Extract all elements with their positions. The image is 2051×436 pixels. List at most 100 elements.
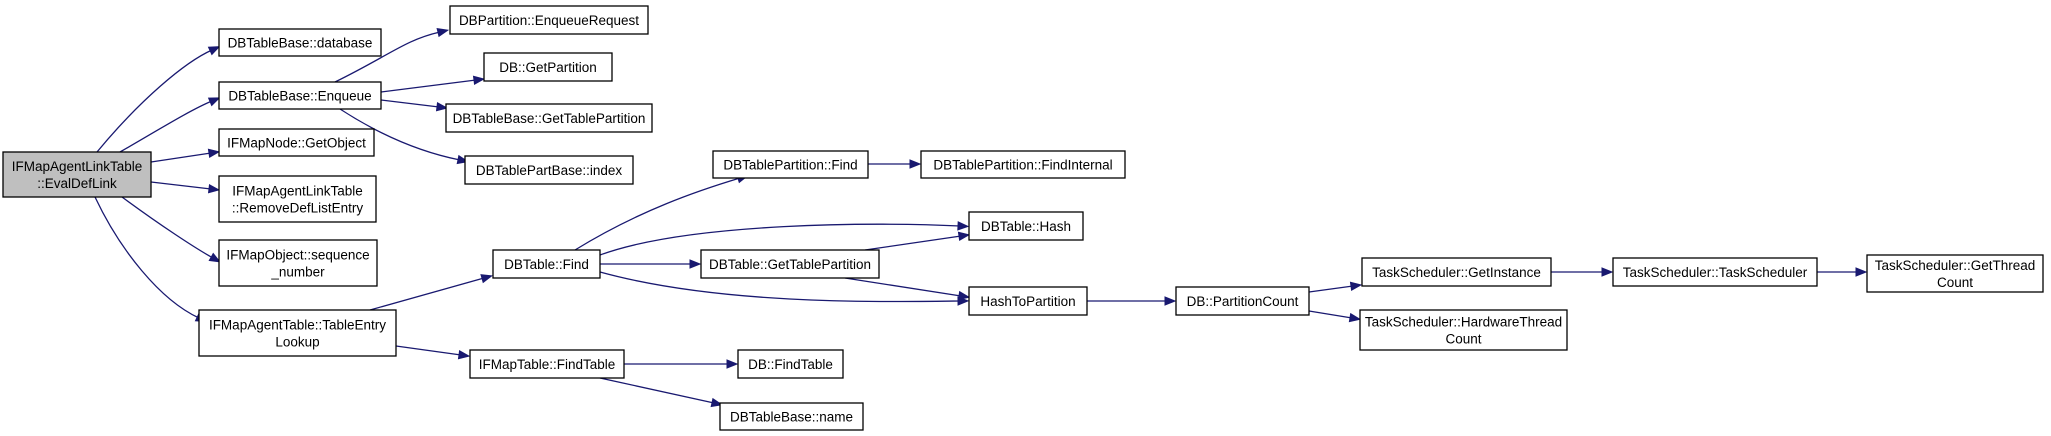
node-label: DBTable::Find bbox=[504, 257, 589, 272]
edge-hashtopart-to-db_partcount-arrowhead bbox=[1164, 296, 1177, 306]
edge-dt_gettablepart-to-dt_hash-arrowhead bbox=[957, 231, 971, 242]
node-label: Count bbox=[1445, 332, 1481, 347]
node-tb_gettablepart[interactable]: DBTableBase::GetTablePartition bbox=[445, 103, 653, 133]
edge-dt_gettablepart-to-hashtopart bbox=[844, 277, 962, 297]
node-ts_getinstance[interactable]: TaskScheduler::GetInstance bbox=[1361, 257, 1552, 287]
node-hashtopart[interactable]: HashToPartition bbox=[968, 286, 1088, 316]
node-label: IFMapTable::FindTable bbox=[479, 357, 616, 372]
node-box bbox=[1361, 257, 1552, 287]
node-box bbox=[2, 151, 152, 198]
node-ifmap_findtable[interactable]: IFMapTable::FindTable bbox=[469, 349, 625, 379]
edge-dtp_find-to-dtp_findinternal-arrowhead bbox=[909, 159, 922, 169]
edge-ifmap_findtable-to-tb_name-arrowhead bbox=[710, 397, 724, 408]
node-label: DBTable::Hash bbox=[981, 219, 1071, 234]
node-label: _number bbox=[270, 265, 325, 280]
node-tb_enqueue[interactable]: DBTableBase::Enqueue bbox=[218, 81, 382, 110]
nodes-layer: IFMapAgentLinkTable::EvalDefLinkDBTableB… bbox=[2, 5, 2044, 431]
node-box bbox=[492, 249, 601, 279]
edge-ifmap_findtable-to-db_findtable-arrowhead bbox=[726, 359, 739, 369]
node-box bbox=[719, 402, 864, 431]
edge-dbtable_find-to-dt_gettablepart-arrowhead bbox=[689, 259, 702, 269]
node-tb_database[interactable]: DBTableBase::database bbox=[218, 28, 382, 57]
node-enqreq[interactable]: DBPartition::EnqueueRequest bbox=[449, 5, 649, 35]
edge-tableentry-to-dbtable_find-arrowhead bbox=[480, 274, 493, 284]
edge-root-to-removedef-arrowhead bbox=[207, 184, 221, 194]
node-box bbox=[712, 150, 869, 179]
node-label: TaskScheduler::GetInstance bbox=[1372, 265, 1541, 280]
edge-ifmap_findtable-to-tb_name bbox=[599, 377, 715, 404]
node-label: DBTablePartBase::index bbox=[476, 163, 623, 178]
edge-root-to-seqnum-arrowhead bbox=[208, 252, 222, 263]
edge-db_partcount-to-ts_hwthread bbox=[1308, 310, 1353, 319]
edge-tableentry-to-ifmap_findtable bbox=[395, 345, 462, 356]
edge-dbtable_find-to-dt_hash bbox=[599, 223, 961, 256]
node-label: DBTablePartition::FindInternal bbox=[933, 158, 1112, 173]
node-dt_hash[interactable]: DBTable::Hash bbox=[968, 211, 1084, 241]
edge-dbtable_find-to-dtp_find bbox=[574, 177, 741, 251]
edge-dbtable_find-to-hashtopart bbox=[599, 271, 961, 303]
node-db_getpart[interactable]: DB::GetPartition bbox=[483, 52, 613, 82]
node-box bbox=[1612, 257, 1818, 287]
node-label: TaskScheduler::HardwareThread bbox=[1365, 315, 1562, 330]
node-root[interactable]: IFMapAgentLinkTable::EvalDefLink bbox=[2, 151, 152, 198]
node-db_findtable[interactable]: DB::FindTable bbox=[737, 349, 844, 379]
node-dbtable_find[interactable]: DBTable::Find bbox=[492, 249, 601, 279]
node-tpb_index[interactable]: DBTablePartBase::index bbox=[464, 155, 634, 185]
node-label: IFMapAgentTable::TableEntry bbox=[209, 318, 386, 333]
node-dt_gettablepart[interactable]: DBTable::GetTablePartition bbox=[700, 249, 880, 279]
node-label: TaskScheduler::TaskScheduler bbox=[1623, 265, 1808, 280]
edge-root-to-removedef bbox=[150, 181, 212, 190]
edge-root-to-node_getobject-arrowhead bbox=[207, 148, 221, 159]
edge-tb_enqueue-to-tb_gettablepart-arrowhead bbox=[435, 101, 449, 112]
node-removedef[interactable]: IFMapAgentLinkTable::RemoveDefListEntry bbox=[218, 175, 377, 223]
edge-tb_enqueue-to-tb_gettablepart bbox=[380, 99, 440, 108]
node-dtp_findinternal[interactable]: DBTablePartition::FindInternal bbox=[920, 150, 1126, 179]
node-box bbox=[1175, 286, 1310, 316]
node-box bbox=[218, 128, 375, 157]
node-label: DBTableBase::GetTablePartition bbox=[453, 111, 646, 126]
node-box bbox=[1359, 309, 1568, 351]
node-label: Lookup bbox=[275, 335, 319, 350]
node-label: IFMapNode::GetObject bbox=[227, 136, 366, 151]
node-box bbox=[198, 309, 397, 357]
node-node_getobject[interactable]: IFMapNode::GetObject bbox=[218, 128, 375, 157]
node-box bbox=[483, 52, 613, 82]
node-dtp_find[interactable]: DBTablePartition::Find bbox=[712, 150, 869, 179]
node-box bbox=[469, 349, 625, 379]
node-label: IFMapObject::sequence bbox=[226, 248, 369, 263]
node-label: DBTablePartition::Find bbox=[723, 158, 857, 173]
node-box bbox=[920, 150, 1126, 179]
node-db_partcount[interactable]: DB::PartitionCount bbox=[1175, 286, 1310, 316]
node-tb_name[interactable]: DBTableBase::name bbox=[719, 402, 864, 431]
edge-root-to-seqnum bbox=[121, 196, 214, 259]
edge-tb_enqueue-to-enqreq bbox=[334, 31, 441, 83]
node-label: DBTableBase::Enqueue bbox=[228, 89, 371, 104]
node-ts_ctor[interactable]: TaskScheduler::TaskScheduler bbox=[1612, 257, 1818, 287]
node-label: DB::GetPartition bbox=[499, 60, 597, 75]
edge-dbtable_find-to-dt_hash-arrowhead bbox=[957, 221, 970, 231]
edge-db_partcount-to-ts_getinstance-arrowhead bbox=[1349, 281, 1363, 292]
edge-ts_ctor-to-ts_getthread-arrowhead bbox=[1855, 267, 1868, 277]
edge-dt_gettablepart-to-hashtopart-arrowhead bbox=[957, 290, 971, 301]
edge-db_partcount-to-ts_hwthread-arrowhead bbox=[1348, 312, 1362, 323]
node-label: HashToPartition bbox=[980, 294, 1075, 309]
node-label: DBTableBase::database bbox=[228, 36, 373, 51]
node-label: ::RemoveDefListEntry bbox=[232, 201, 364, 216]
edge-root-to-tb_enqueue bbox=[119, 100, 213, 153]
edge-db_partcount-to-ts_getinstance bbox=[1308, 285, 1354, 293]
node-box bbox=[218, 81, 382, 110]
edge-tb_enqueue-to-db_getpart bbox=[380, 79, 477, 93]
node-box bbox=[218, 175, 377, 223]
edge-ts_getinstance-to-ts_ctor-arrowhead bbox=[1601, 267, 1614, 277]
node-label: TaskScheduler::GetThread bbox=[1875, 258, 2036, 273]
node-box bbox=[464, 155, 634, 185]
node-box bbox=[700, 249, 880, 279]
node-label: ::EvalDefLink bbox=[37, 176, 117, 191]
node-seqnum[interactable]: IFMapObject::sequence_number bbox=[218, 239, 378, 287]
node-label: DB::FindTable bbox=[748, 357, 833, 372]
node-box bbox=[968, 286, 1088, 316]
